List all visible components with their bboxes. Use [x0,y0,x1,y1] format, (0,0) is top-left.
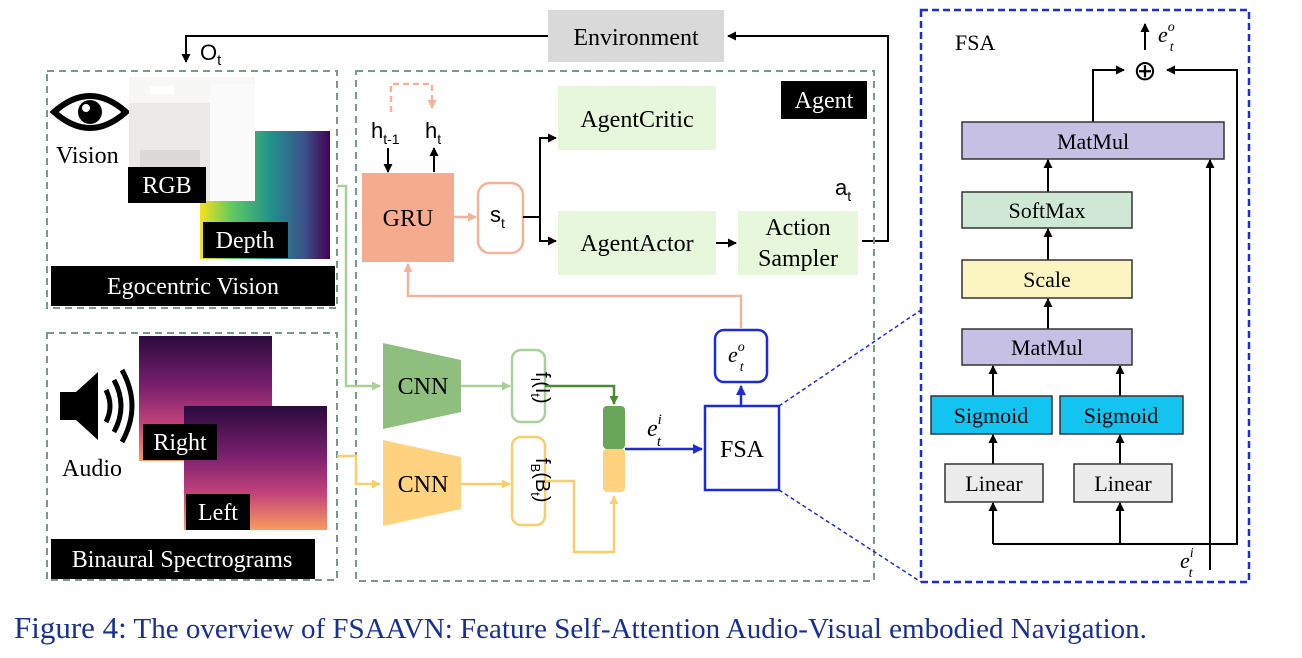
fsa-detail-title: FSA [955,30,995,55]
action-label: at [835,175,851,204]
linear-left-block [944,463,1044,503]
depth-label: Depth [216,228,275,254]
recurrent-loop-arrow [389,82,437,112]
obs-label: Ot [200,40,222,69]
agent-panel: Agent ht-1 ht GRU st AgentCritic AgentAc… [337,70,875,582]
sigmoid-left-block [930,395,1053,435]
sigmoid-left-label: Sigmoid [954,403,1029,428]
environment-label: Environment [573,25,699,51]
audio-to-cnn-arrow [337,454,381,489]
eye-icon [49,93,131,131]
cnn-vision-block [383,343,461,429]
cnn-vision-label: CNN [398,374,449,400]
rgb-label: RGB [142,173,191,199]
gru-block [362,173,454,262]
gru-label: GRU [383,206,434,232]
action-to-env-arrow [727,31,889,242]
caption-label: Figure 4: [14,610,127,645]
sigmoid-right-label: Sigmoid [1084,403,1159,428]
feat-audio-label: fB(Bt) [528,458,553,503]
agent-actor-block [558,211,716,275]
left-label: Left [198,500,238,526]
softmax-label: SoftMax [1009,198,1086,223]
e-out-node [713,328,769,384]
input-bus-line [993,543,1211,570]
vision-label: Vision [56,143,119,169]
caption-text: The overview of FSAAVN: Feature Self-Att… [126,613,1147,645]
h-cur-label: ht [425,118,441,147]
vision-panel: Vision RGB Depth Egocentric Vision [46,70,338,309]
cnn-audio-block [383,440,461,526]
audio-label: Audio [62,456,122,482]
speaker-icon [60,368,135,444]
vision-to-cnn-arrow [337,184,381,391]
fsa-label: FSA [720,437,765,463]
state-to-critic-arrow [523,133,557,218]
agent-critic-block [558,86,716,150]
scale-label: Scale [1023,267,1071,292]
eout-to-gru-arrow [403,263,743,328]
vision-panel-title: Egocentric Vision [107,274,279,300]
architecture-diagram: Environment Ot Vision RGB Depth Egocentr… [46,8,1251,584]
linear-left-label: Linear [965,471,1023,496]
feat-vision-label: fI(It) [528,372,553,404]
feat-audio-to-concat-arrow [545,479,619,554]
agent-critic-label: AgentCritic [580,107,693,133]
linear-right-label: Linear [1094,471,1152,496]
audio-panel: Audio Right Left Binaural Spectrograms [46,332,338,581]
zoom-line-top [778,309,922,407]
state-label: st [490,202,505,231]
agent-actor-label: AgentActor [580,231,693,257]
action-sampler-line2: Sampler [758,246,838,272]
h-prev-label: ht-1 [371,118,400,147]
action-sampler-block [738,211,858,275]
obs-arrow [181,35,548,63]
matmul-bottom-label: MatMul [1011,335,1083,360]
state-to-actor-arrow [539,217,557,246]
matmul-bottom-block [961,328,1133,366]
fsa-block [703,404,781,492]
action-sampler-line1: Action [765,215,830,241]
concat-vision-part [603,406,625,449]
matmul-top-label: MatMul [1057,129,1129,154]
sigmoid-right-block [1059,395,1184,435]
cnn-audio-label: CNN [398,472,449,498]
softmax-block [961,191,1133,229]
scale-block [961,259,1133,299]
input-residual-arrow [1166,65,1238,545]
agent-title: Agent [795,88,854,114]
add-icon: ⊕ [1133,55,1156,86]
concat-audio-part [603,449,625,492]
matmul-to-add-arrow [1092,65,1125,122]
right-label: Right [153,430,207,456]
audio-panel-title: Binaural Spectrograms [72,547,293,573]
zoom-line-bottom [778,489,922,583]
environment-node: Environment [548,10,724,62]
figure-caption: Figure 4: The overview of FSAAVN: Featur… [14,610,1294,646]
feat-vision-to-concat-arrow [545,384,619,405]
matmul-top-block [961,121,1225,160]
